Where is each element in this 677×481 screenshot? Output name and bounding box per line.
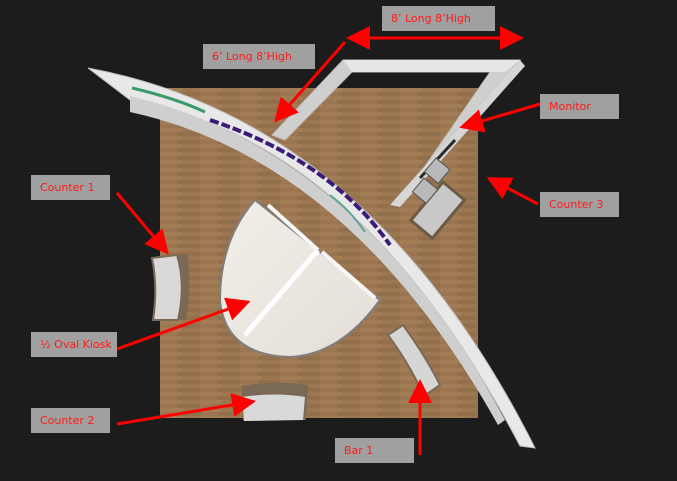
arrow-counter-1: [115, 192, 169, 255]
label-counter-1: Counter 1: [31, 175, 110, 200]
curved-graphic-wall: [87, 67, 536, 449]
back-room-walls: [271, 59, 525, 207]
counter-2-furniture: [241, 382, 308, 421]
label-counter-2: Counter 2: [31, 408, 110, 433]
label-counter-3: Counter 3: [540, 192, 619, 217]
label-monitor: Monitor: [540, 94, 619, 119]
annotation-arrows: [115, 26, 541, 455]
arrow-kiosk: [116, 297, 251, 351]
arrow-counter-2: [116, 393, 256, 426]
label-half-oval-kiosk: ½ Oval Kiosk: [31, 332, 117, 357]
counter-1-furniture: [150, 253, 190, 321]
counter-3-furniture: [408, 157, 467, 241]
bar-1-furniture: [386, 323, 442, 398]
label-8ft-wall: 8’ Long 8’High: [382, 6, 495, 31]
arrow-monitor: [459, 102, 541, 133]
half-oval-kiosk: [218, 198, 382, 359]
label-6ft-wall: 6’ Long 8’High: [203, 44, 315, 69]
label-bar-1: Bar 1: [335, 438, 414, 463]
arrow-counter-3: [486, 177, 539, 206]
arrow-6ft-wall: [274, 41, 347, 123]
